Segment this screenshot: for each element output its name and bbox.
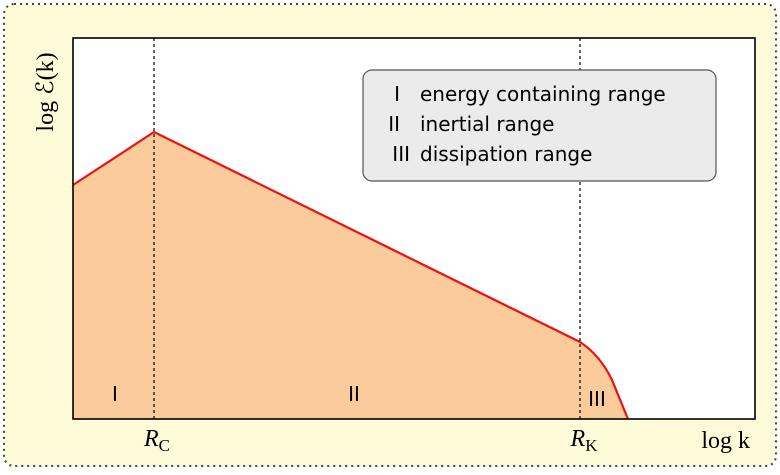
tick-label-rk: RK xyxy=(570,426,599,455)
legend-text-iii: dissipation range xyxy=(420,142,592,166)
region-label-iii: III xyxy=(588,387,606,411)
legend-box xyxy=(362,69,717,182)
tick-rk-main: R xyxy=(570,426,586,452)
legend-text-i: energy containing range xyxy=(420,82,666,106)
tick-label-rc: RC xyxy=(143,426,170,455)
plot-border xyxy=(72,37,756,420)
x-axis-label: log k xyxy=(701,428,750,454)
spectrum-curve xyxy=(72,130,630,420)
legend: I energy containing range II inertial ra… xyxy=(362,69,717,182)
tick-rc-sub: C xyxy=(159,436,170,455)
tick-rk-sub: K xyxy=(585,436,598,455)
y-axis-label: log ℰ(k) xyxy=(33,52,59,131)
legend-numeral-ii: II xyxy=(388,112,400,136)
legend-numeral-iii: III xyxy=(392,142,410,166)
tick-rc-main: R xyxy=(143,426,159,452)
legend-numeral-i: I xyxy=(394,82,400,106)
region-label-i: I xyxy=(112,382,118,406)
legend-text-ii: inertial range xyxy=(420,112,554,136)
spectrum-fill xyxy=(73,132,628,419)
region-label-ii: II xyxy=(348,382,360,406)
